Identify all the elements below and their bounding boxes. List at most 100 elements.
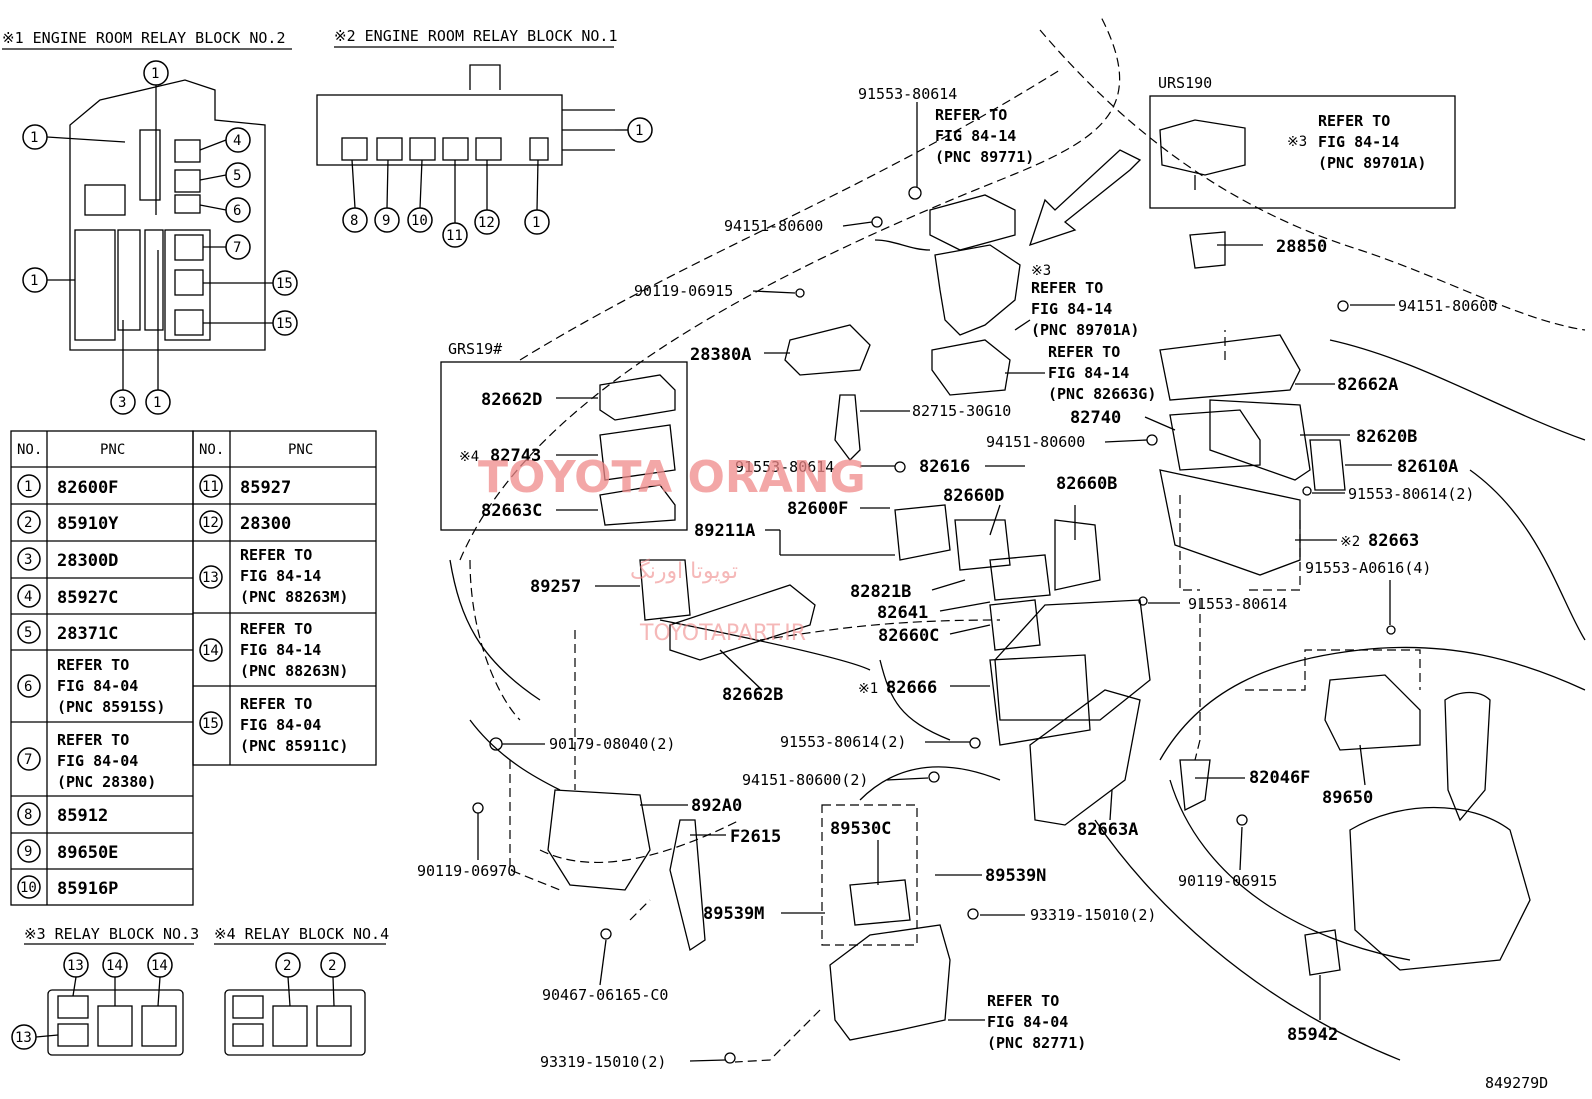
callout-1: 1 bbox=[151, 66, 159, 82]
part-label: 28850 bbox=[1276, 237, 1327, 257]
part-label: 90119-06970 bbox=[417, 862, 516, 880]
part-mark: ※2 bbox=[1340, 534, 1360, 550]
svg-text:13: 13 bbox=[202, 570, 219, 586]
table-row: 12 28300 bbox=[199, 510, 291, 534]
svg-text:14: 14 bbox=[202, 643, 219, 659]
svg-text:8: 8 bbox=[24, 807, 32, 823]
part-label: 82641 bbox=[877, 603, 928, 623]
svg-text:85927: 85927 bbox=[240, 478, 291, 498]
watermark-site: TOYOTAPART.IR bbox=[639, 621, 806, 646]
svg-text:10: 10 bbox=[20, 880, 37, 896]
vehicle-body-outline bbox=[449, 14, 1586, 1061]
callout-10: 10 bbox=[411, 213, 428, 229]
part-label: 90467-06165-C0 bbox=[542, 986, 668, 1004]
diagram-id: 849279D bbox=[1485, 1074, 1548, 1092]
callout-5: 5 bbox=[233, 168, 241, 184]
callout-1: 1 bbox=[635, 123, 643, 139]
refer-note: REFER TO bbox=[1031, 279, 1103, 297]
variant-grs: GRS19# bbox=[448, 340, 502, 358]
part-label: 89257 bbox=[530, 577, 581, 597]
part-label: 91553-A0616(4) bbox=[1305, 559, 1431, 577]
part-label: 82666 bbox=[886, 678, 937, 698]
part-mark: ※1 bbox=[858, 681, 878, 697]
part-label: 82600F bbox=[787, 499, 848, 519]
svg-text:15: 15 bbox=[202, 716, 219, 732]
relay-block-2-section: ※1 ENGINE ROOM RELAY BLOCK NO.2 bbox=[2, 29, 292, 351]
dashed-group bbox=[821, 804, 918, 946]
callout-1: 1 bbox=[153, 395, 161, 411]
part-label: 82743 bbox=[490, 446, 541, 466]
part-labels: 91553-80614 REFER TO FIG 84-14 (PNC 8977… bbox=[417, 85, 1497, 1071]
part-mark: ※4 bbox=[459, 449, 479, 465]
dashed-route bbox=[1194, 600, 1201, 761]
refer-mark: ※3 bbox=[1031, 263, 1051, 279]
header-relay-block-3: ※3 RELAY BLOCK NO.3 bbox=[24, 925, 199, 943]
part-label: 82740 bbox=[1070, 408, 1121, 428]
relay-block-2-outline bbox=[69, 79, 266, 351]
callout-2: 2 bbox=[328, 958, 336, 974]
callout-13: 13 bbox=[67, 958, 84, 974]
svg-text:REFER TO: REFER TO bbox=[57, 731, 129, 749]
part-label: 82046F bbox=[1249, 768, 1310, 788]
callout-8: 8 bbox=[350, 213, 358, 229]
part-label: 82662A bbox=[1337, 375, 1398, 395]
svg-text:FIG 84-04: FIG 84-04 bbox=[57, 677, 138, 695]
part-label: 82663C bbox=[481, 501, 542, 521]
part-label: F2615 bbox=[730, 827, 781, 847]
part-label: 91553-80614 bbox=[1188, 595, 1287, 613]
part-label: 91553-80614 bbox=[735, 458, 834, 476]
part-label: 90119-06915 bbox=[634, 282, 733, 300]
svg-text:12: 12 bbox=[202, 515, 219, 531]
callout-1: 1 bbox=[30, 273, 38, 289]
part-label: 28380A bbox=[690, 345, 751, 365]
part-label: 85942 bbox=[1287, 1025, 1338, 1045]
refer-note: (PNC 82771) bbox=[987, 1034, 1086, 1052]
circle-callouts-block1: 1 8 9 10 11 12 1 bbox=[342, 117, 653, 248]
callout-7: 7 bbox=[233, 240, 241, 256]
table-header-pnc: PNC bbox=[100, 442, 125, 458]
svg-text:(PNC 88263M): (PNC 88263M) bbox=[240, 588, 348, 606]
svg-text:85910Y: 85910Y bbox=[57, 514, 119, 534]
variant-urs: URS190 bbox=[1158, 74, 1212, 92]
part-label: 82660D bbox=[943, 486, 1004, 506]
svg-text:5: 5 bbox=[24, 625, 32, 641]
relay-block-1-section: ※2 ENGINE ROOM RELAY BLOCK NO.1 bbox=[316, 27, 618, 166]
svg-text:7: 7 bbox=[24, 752, 32, 768]
part-label: 91553-80614(2) bbox=[780, 733, 906, 751]
callout-4: 4 bbox=[233, 133, 241, 149]
part-label: 89211A bbox=[694, 521, 755, 541]
callout-3: 3 bbox=[118, 395, 126, 411]
component-shapes bbox=[547, 194, 1531, 1041]
svg-text:28371C: 28371C bbox=[57, 624, 118, 644]
part-label: 82660C bbox=[878, 626, 939, 646]
svg-text:FIG 84-14: FIG 84-14 bbox=[240, 641, 321, 659]
svg-text:(PNC 89701A): (PNC 89701A) bbox=[1318, 154, 1426, 172]
part-label: 89539N bbox=[985, 866, 1046, 886]
part-label: 82663A bbox=[1077, 820, 1138, 840]
relay-block-1-outline bbox=[316, 94, 563, 166]
refer-note: REFER TO bbox=[935, 106, 1007, 124]
svg-text:85916P: 85916P bbox=[57, 879, 118, 899]
part-label: 94151-80600 bbox=[724, 217, 823, 235]
svg-text:4: 4 bbox=[24, 589, 32, 605]
part-label: 82662D bbox=[481, 390, 542, 410]
svg-text:28300: 28300 bbox=[240, 514, 291, 534]
refer-note: FIG 84-14 bbox=[935, 127, 1016, 145]
part-label: 90179-08040(2) bbox=[549, 735, 675, 753]
svg-text:85927C: 85927C bbox=[57, 588, 118, 608]
part-label: 82662B bbox=[722, 685, 783, 705]
svg-text:※3: ※3 bbox=[1287, 134, 1307, 150]
svg-text:9: 9 bbox=[24, 844, 32, 860]
svg-text:REFER TO: REFER TO bbox=[240, 546, 312, 564]
callout-11: 11 bbox=[446, 228, 463, 244]
table-header-no: NO. bbox=[199, 442, 224, 458]
svg-text:(PNC 85915S): (PNC 85915S) bbox=[57, 698, 165, 716]
fastener-markers bbox=[472, 186, 1396, 1064]
part-label: 82616 bbox=[919, 457, 970, 477]
svg-text:28300D: 28300D bbox=[57, 551, 118, 571]
